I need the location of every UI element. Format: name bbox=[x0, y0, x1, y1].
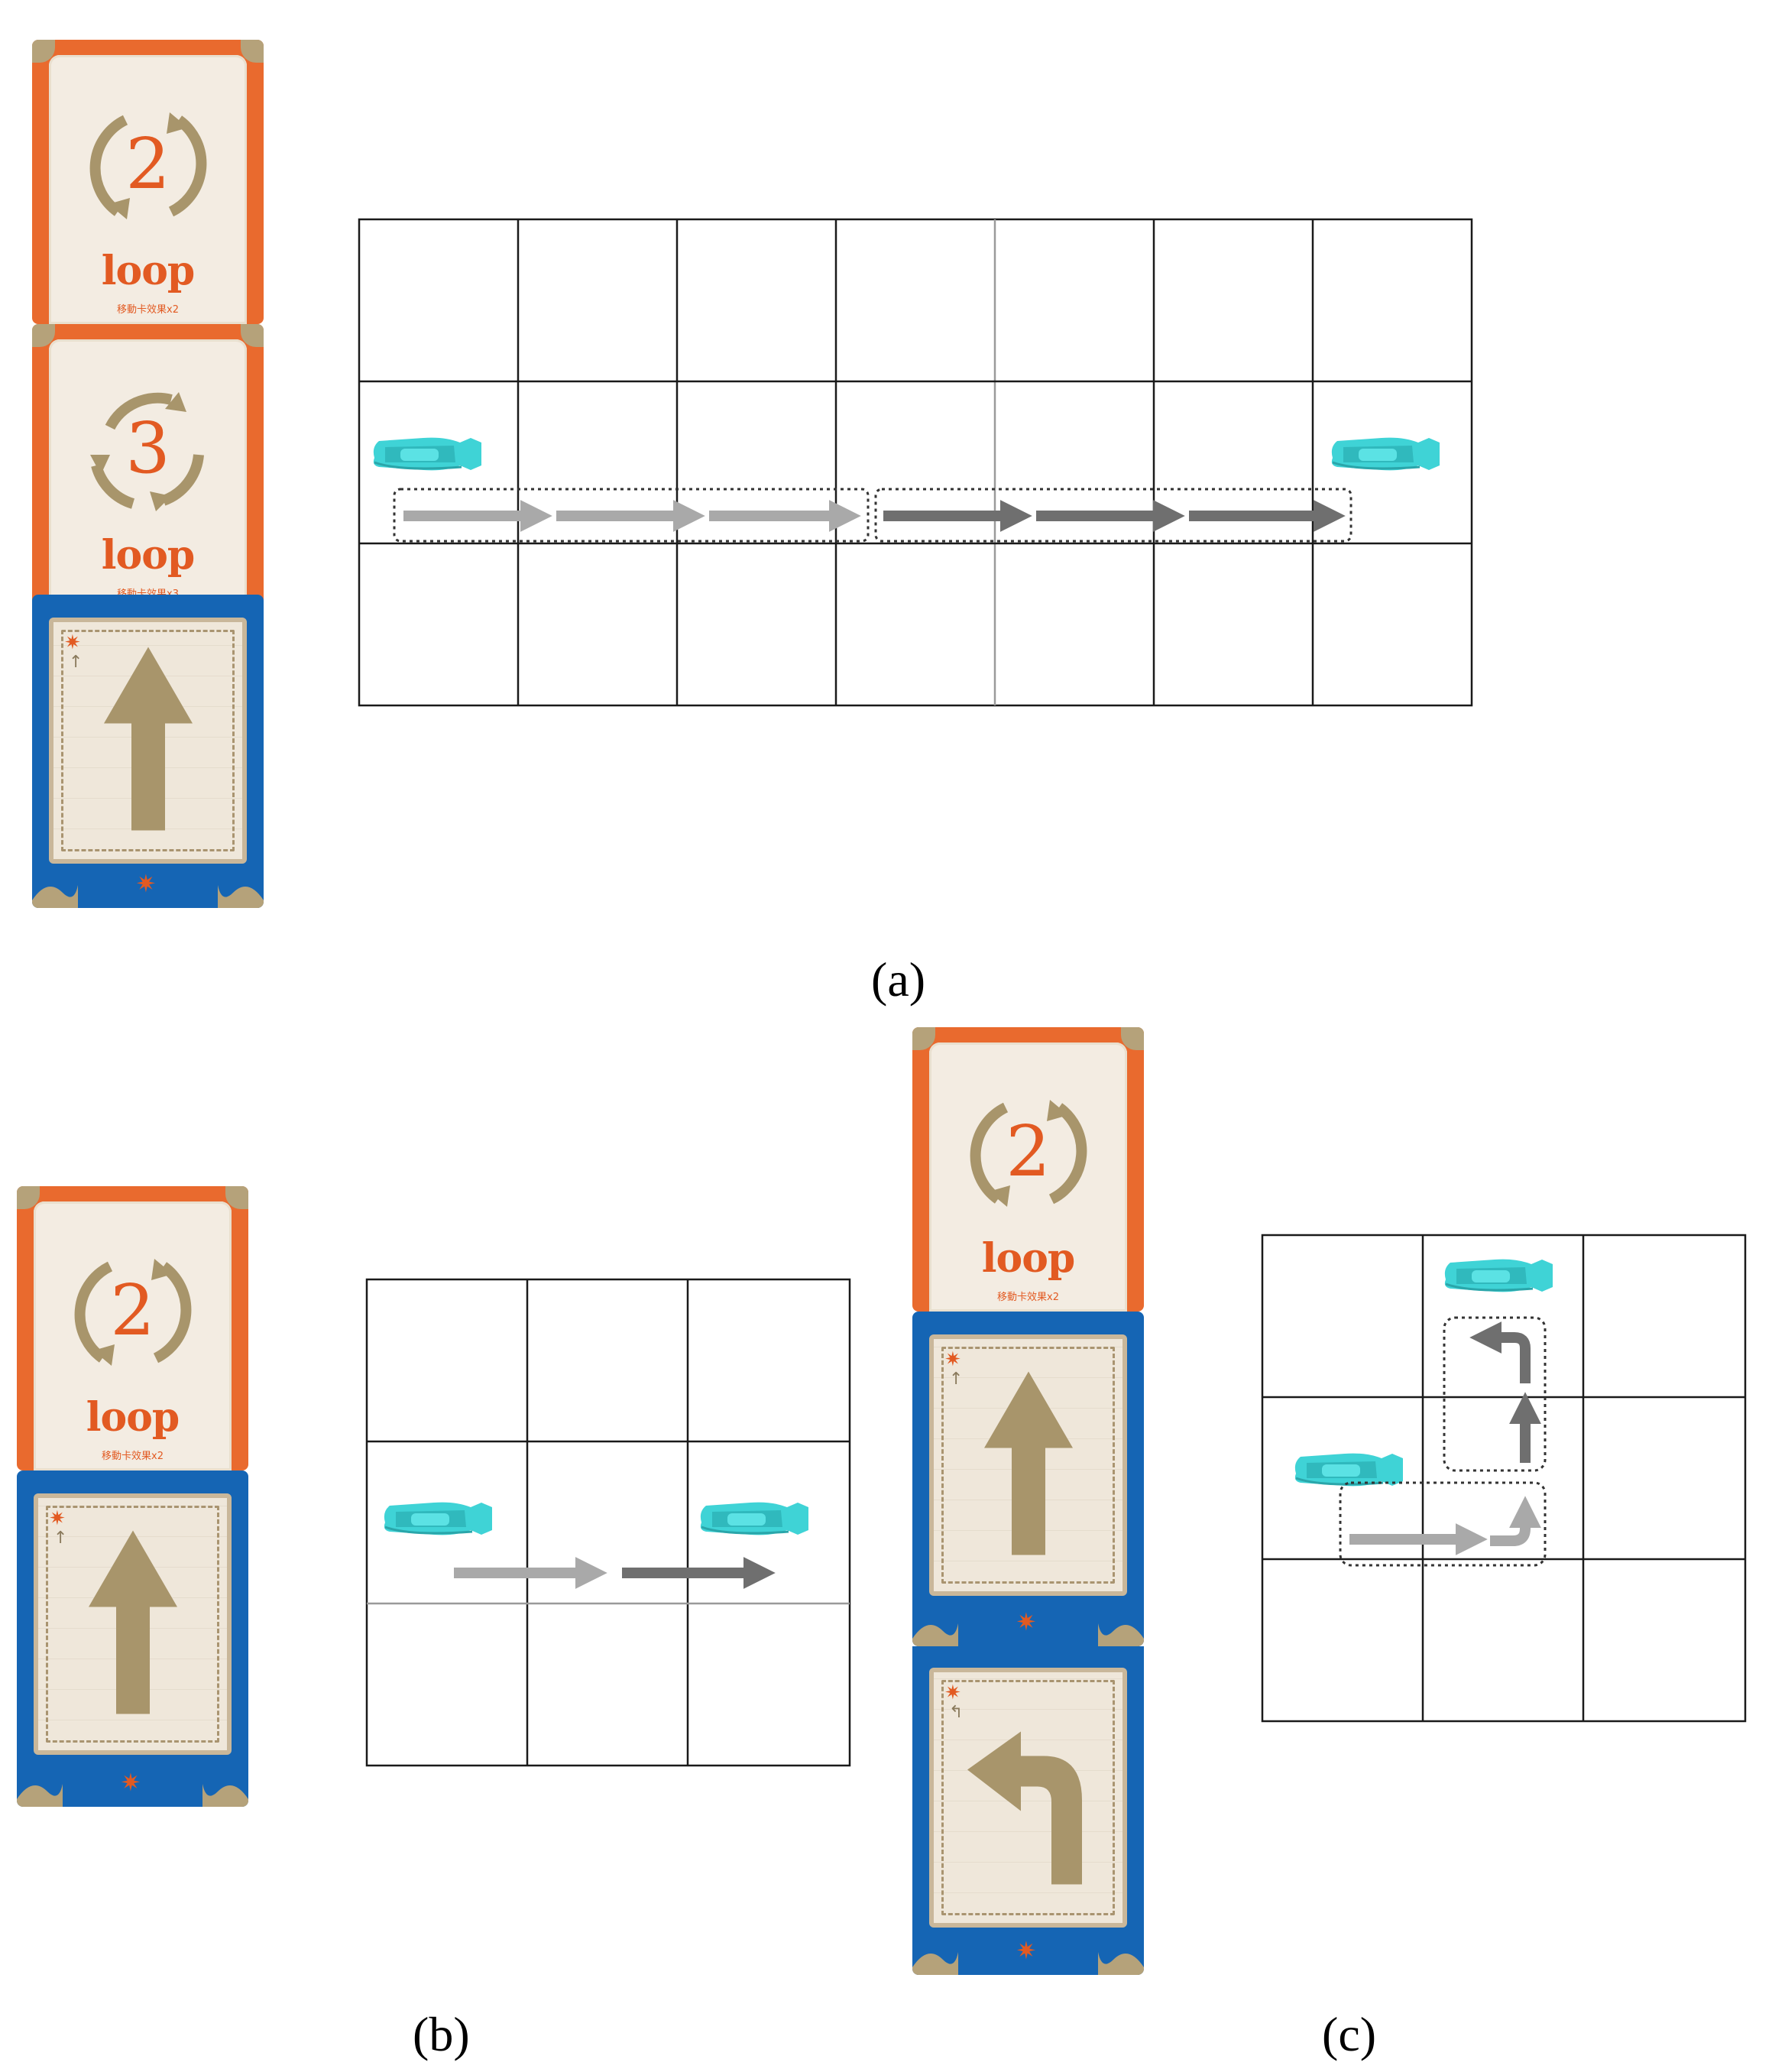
step-arrow-turn bbox=[1469, 1321, 1531, 1383]
move-card-turn-left[interactable]: ✷ ↰ ✷ bbox=[912, 1646, 1144, 1975]
loop-count: 2 bbox=[110, 1269, 155, 1351]
up-arrow-icon bbox=[102, 647, 194, 835]
step-arrow-turn bbox=[1490, 1496, 1541, 1546]
boat-icon-start bbox=[383, 1501, 494, 1536]
compass-star-icon: ✷ bbox=[1016, 1608, 1037, 1636]
loop-arrows-icon: 2 bbox=[64, 1244, 202, 1381]
move-card-face: ✷ ↑ bbox=[929, 1334, 1127, 1596]
loop-group-box-2 bbox=[1443, 1316, 1547, 1472]
compass-star-icon: ✷ bbox=[944, 1681, 961, 1704]
boat-icon-start bbox=[1294, 1452, 1404, 1487]
move-card-face: ✷ ↑ bbox=[49, 618, 247, 864]
loop-card-2[interactable]: 2 loop 移動卡效果x2 bbox=[32, 40, 264, 324]
path-overlay-c bbox=[1294, 1258, 1554, 1567]
loop-caption: 移動卡效果x2 bbox=[117, 304, 179, 316]
mini-turn-left-arrow-icon: ↰ bbox=[949, 1703, 964, 1722]
move-card-forward[interactable]: ✷ ↑ ✷ bbox=[32, 595, 264, 908]
loop-card-face: 2 loop 移動卡效果x2 bbox=[34, 1201, 232, 1471]
card-dashed-frame bbox=[46, 1506, 219, 1743]
boat-icon-end bbox=[699, 1501, 810, 1536]
loop-caption: 移動卡效果x2 bbox=[997, 1292, 1059, 1303]
loop-caption: 移動卡效果x2 bbox=[102, 1451, 164, 1462]
mini-up-arrow-icon: ↑ bbox=[53, 1529, 68, 1548]
path-overlay-b bbox=[383, 1501, 810, 1589]
card-bottom-waves: ✷ bbox=[17, 1761, 248, 1807]
loop-group-box-1 bbox=[1339, 1481, 1547, 1567]
move-card-face: ✷ ↑ bbox=[34, 1493, 232, 1755]
loop-label: loop bbox=[101, 248, 195, 294]
loop-card-face: 2 loop 移動卡效果x2 bbox=[929, 1042, 1127, 1312]
card-bottom-waves: ✷ bbox=[32, 862, 264, 908]
card-bottom-waves: ✷ bbox=[912, 1600, 1144, 1646]
loop-arrows-icon: 2 bbox=[79, 97, 217, 235]
card-dashed-frame bbox=[941, 1680, 1115, 1915]
loop-card-face: 3 loop 移動卡效果x3 bbox=[49, 339, 247, 608]
loop-group-box-1 bbox=[393, 488, 870, 543]
up-arrow-icon bbox=[87, 1530, 179, 1718]
loop-label: loop bbox=[101, 532, 195, 579]
loop-label: loop bbox=[981, 1235, 1075, 1282]
compass-star-icon: ✷ bbox=[49, 1507, 66, 1529]
boat-icon-end bbox=[1330, 436, 1441, 472]
card-dashed-frame bbox=[61, 630, 235, 851]
panel-label-c: (c) bbox=[1322, 2007, 1377, 2061]
loop-count: 2 bbox=[1006, 1111, 1051, 1192]
turn-left-arrow-icon bbox=[967, 1731, 1090, 1889]
loop-card-2[interactable]: 2 loop 移動卡效果x2 bbox=[17, 1186, 248, 1471]
move-card-face: ✷ ↰ bbox=[929, 1668, 1127, 1928]
compass-star-icon: ✷ bbox=[1016, 1937, 1037, 1964]
move-card-forward[interactable]: ✷ ↑ ✷ bbox=[17, 1471, 248, 1807]
loop-arrows-icon: 3 bbox=[79, 381, 217, 519]
path-overlay-a bbox=[372, 436, 1441, 543]
move-card-forward[interactable]: ✷ ↑ ✷ bbox=[912, 1312, 1144, 1646]
panel-label-a: (a) bbox=[871, 952, 926, 1007]
panel-label-b: (b) bbox=[413, 2007, 470, 2061]
compass-star-icon: ✷ bbox=[135, 870, 157, 897]
board-grid-c bbox=[1261, 1234, 1747, 1723]
loop-label: loop bbox=[86, 1394, 180, 1441]
card-bottom-waves: ✷ bbox=[912, 1929, 1144, 1975]
mini-up-arrow-icon: ↑ bbox=[949, 1370, 964, 1389]
mini-up-arrow-icon: ↑ bbox=[69, 653, 83, 672]
boat-icon-end bbox=[1443, 1258, 1554, 1293]
board-grid-b bbox=[365, 1278, 851, 1767]
compass-star-icon: ✷ bbox=[944, 1348, 961, 1370]
loop-arrows-icon: 2 bbox=[960, 1085, 1097, 1222]
up-arrow-icon bbox=[983, 1371, 1074, 1559]
board-grid-a bbox=[358, 218, 1473, 707]
compass-star-icon: ✷ bbox=[120, 1769, 141, 1796]
loop-count: 3 bbox=[125, 407, 170, 489]
boat-icon-start bbox=[372, 436, 483, 472]
loop-card-3[interactable]: 3 loop 移動卡效果x3 bbox=[32, 324, 264, 608]
card-dashed-frame bbox=[941, 1347, 1115, 1584]
loop-count: 2 bbox=[125, 123, 170, 205]
compass-star-icon: ✷ bbox=[64, 631, 81, 653]
loop-card-2[interactable]: 2 loop 移動卡效果x2 bbox=[912, 1027, 1144, 1312]
loop-card-face: 2 loop 移動卡效果x2 bbox=[49, 55, 247, 324]
